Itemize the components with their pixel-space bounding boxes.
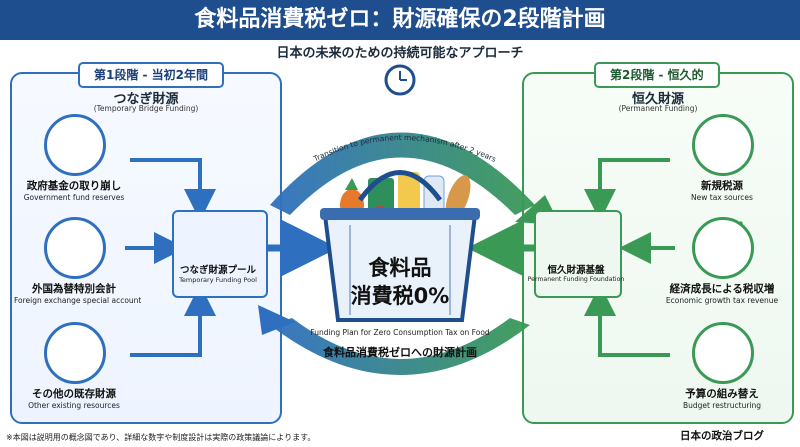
pool-sub: Temporary Funding Pool	[179, 276, 257, 284]
item-budget-label: 予算の組み替え	[685, 388, 759, 400]
item-new-tax-label: 新規税源	[701, 180, 743, 192]
item-fund-reserves-sub: Government fund reserves	[23, 193, 125, 202]
budget-circle	[692, 322, 754, 384]
return-arc	[270, 318, 530, 375]
item-other-sub: Other existing resources	[28, 401, 120, 410]
fund-reserves-circle	[44, 114, 106, 176]
other-resources-circle	[44, 322, 106, 384]
plan-en: Funding Plan for Zero Consumption Tax on…	[310, 328, 490, 337]
footnote: ※本図は説明用の概念図であり、詳細な数字や制度設計は実際の政策議論によります。	[6, 433, 316, 442]
item-budget-sub: Budget restructuring	[682, 401, 762, 410]
item-new-tax-sub: New tax sources	[691, 193, 753, 202]
permanent-funding-foundation	[534, 210, 622, 298]
item-forex-sub: Foreign exchange special account	[14, 296, 142, 305]
connector-new-tax	[584, 158, 670, 221]
phase1-tab: 第1段階 - 当初2年間	[78, 62, 225, 88]
page-subtitle: 日本の未来のための持続可能なアプローチ	[276, 46, 524, 61]
brand-label: 日本の政治ブログ	[680, 430, 764, 442]
item-other-label: その他の既存財源	[32, 388, 116, 400]
transition-arc	[270, 132, 535, 215]
clock-icon	[384, 64, 416, 96]
phase1-title: つなぎ財源	[113, 92, 179, 107]
item-forex-label: 外国為替特別会計	[32, 283, 116, 295]
basket-icon	[320, 170, 480, 322]
item-fund-reserves-label: 政府基金の取り崩し	[26, 180, 122, 192]
basket-line1: 食料品	[368, 256, 432, 280]
item-growth-label: 経済成長による税収増	[669, 283, 775, 295]
connector-other	[130, 284, 216, 357]
basket-line2: 消費税0%	[350, 284, 450, 308]
connector-fund-reserves	[130, 158, 216, 221]
item-growth-sub: Economic growth tax revenue	[665, 296, 779, 305]
phase2-title: 恒久財源	[631, 92, 684, 107]
connector-budget	[584, 284, 670, 357]
foundation-sub: Permanent Funding Foundation	[527, 276, 625, 283]
page-title: 食料品消費税ゼロ：財源確保の2段階計画	[0, 0, 800, 40]
foundation-label: 恒久財源基盤	[547, 265, 605, 276]
phase2-subtitle: (Permanent Funding)	[618, 104, 698, 113]
return-arc-head	[258, 305, 295, 335]
pool-label: つなぎ財源プール	[179, 265, 256, 276]
growth-circle	[692, 217, 754, 279]
new-tax-circle	[692, 114, 754, 176]
plan-jp: 食料品消費税ゼロへの財源計画	[323, 346, 477, 359]
phase1-subtitle: (Temporary Bridge Funding)	[93, 104, 199, 113]
phase2-tab: 第2段階 - 恒久的	[594, 62, 720, 88]
forex-circle	[44, 217, 106, 279]
temporary-funding-pool	[172, 210, 268, 298]
